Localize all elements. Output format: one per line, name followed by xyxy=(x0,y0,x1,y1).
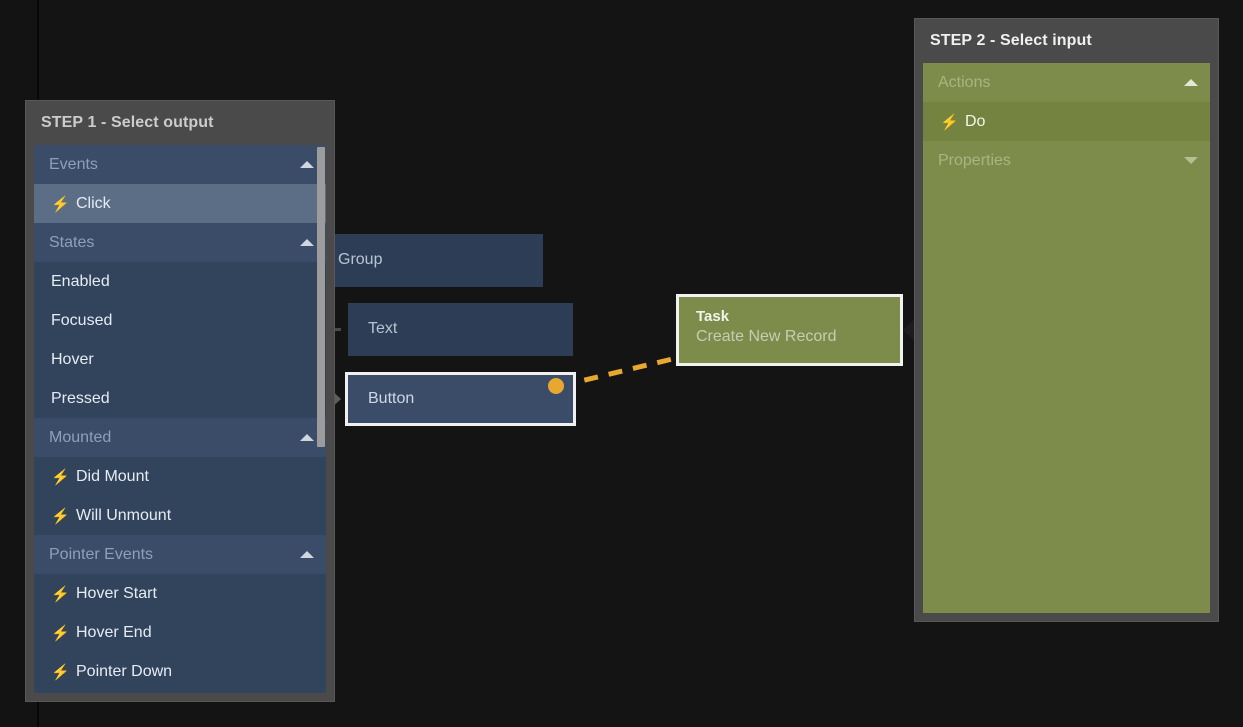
node-group[interactable]: Group xyxy=(318,234,543,287)
step1-title: STEP 1 - Select output xyxy=(26,101,334,145)
step1-group-pointer-events-label: Pointer Events xyxy=(49,545,154,563)
step1-item-hover-start[interactable]: ⚡ Hover Start xyxy=(34,574,326,613)
step1-item-focused-label: Focused xyxy=(51,311,113,329)
node-text-label: Text xyxy=(368,320,398,338)
caret-down-icon[interactable] xyxy=(1184,157,1198,164)
node-text-input-port[interactable] xyxy=(330,328,341,331)
node-button-output-port[interactable] xyxy=(548,378,564,394)
node-task[interactable]: Task Create New Record xyxy=(676,294,903,366)
caret-up-icon[interactable] xyxy=(300,551,314,558)
step2-group-actions-label: Actions xyxy=(938,73,991,91)
step2-title: STEP 2 - Select input xyxy=(915,19,1218,63)
step1-group-pointer-events[interactable]: Pointer Events xyxy=(34,535,326,574)
step1-item-enabled-label: Enabled xyxy=(51,272,110,290)
node-task-sublabel: Create New Record xyxy=(696,327,837,345)
step2-group-properties-label: Properties xyxy=(938,151,1011,169)
step2-panel: STEP 2 - Select input Actions ⚡ Do Prope… xyxy=(914,18,1219,622)
step2-group-properties[interactable]: Properties xyxy=(923,141,1210,180)
caret-up-icon[interactable] xyxy=(300,161,314,168)
step1-group-events[interactable]: Events xyxy=(34,145,326,184)
step1-group-mounted[interactable]: Mounted xyxy=(34,418,326,457)
step2-item-do[interactable]: ⚡ Do xyxy=(923,102,1210,141)
bolt-icon: ⚡ xyxy=(940,113,959,131)
node-button[interactable]: Button xyxy=(345,372,576,426)
step1-group-states-label: States xyxy=(49,233,95,251)
bolt-icon: ⚡ xyxy=(51,663,70,681)
step1-item-will-unmount[interactable]: ⚡ Will Unmount xyxy=(34,496,326,535)
step1-item-enabled[interactable]: Enabled xyxy=(34,262,326,301)
node-task-input-port[interactable] xyxy=(903,317,917,343)
step1-item-hover-end-label: Hover End xyxy=(76,623,152,641)
caret-up-icon[interactable] xyxy=(300,434,314,441)
step2-list[interactable]: Actions ⚡ Do Properties xyxy=(923,63,1210,613)
step1-scrollbar-thumb[interactable] xyxy=(317,147,325,447)
step1-item-pressed[interactable]: Pressed xyxy=(34,379,326,418)
node-task-label: Task xyxy=(696,308,730,325)
step1-list[interactable]: Events ⚡ Click States Enabled Focused Ho… xyxy=(34,145,326,693)
step1-item-hover-label: Hover xyxy=(51,350,94,368)
step1-item-did-mount[interactable]: ⚡ Did Mount xyxy=(34,457,326,496)
step1-item-hover-end[interactable]: ⚡ Hover End xyxy=(34,613,326,652)
step2-group-actions[interactable]: Actions xyxy=(923,63,1210,102)
step2-scrollbar xyxy=(1201,63,1210,613)
step1-item-hover[interactable]: Hover xyxy=(34,340,326,379)
caret-up-icon[interactable] xyxy=(300,239,314,246)
step1-item-hover-start-label: Hover Start xyxy=(76,584,157,602)
step1-panel: STEP 1 - Select output Events ⚡ Click St… xyxy=(25,100,335,702)
step1-item-focused[interactable]: Focused xyxy=(34,301,326,340)
bolt-icon: ⚡ xyxy=(51,585,70,603)
step1-item-click-label: Click xyxy=(76,194,111,212)
step1-group-mounted-label: Mounted xyxy=(49,428,112,446)
step1-scrollbar[interactable] xyxy=(317,145,326,693)
step1-item-pressed-label: Pressed xyxy=(51,389,110,407)
step1-item-will-unmount-label: Will Unmount xyxy=(76,506,172,524)
node-button-label: Button xyxy=(368,389,415,407)
step2-item-do-label: Do xyxy=(965,112,986,130)
caret-up-icon[interactable] xyxy=(1184,79,1198,86)
bolt-icon: ⚡ xyxy=(51,507,70,525)
bolt-icon: ⚡ xyxy=(51,468,70,486)
bolt-icon: ⚡ xyxy=(51,624,70,642)
step1-item-pointer-down[interactable]: ⚡ Pointer Down xyxy=(34,652,326,691)
step1-group-states[interactable]: States xyxy=(34,223,326,262)
step1-item-pointer-down-label: Pointer Down xyxy=(76,662,173,680)
step1-group-events-label: Events xyxy=(49,155,98,173)
node-group-label: Group xyxy=(338,251,383,269)
step1-item-click[interactable]: ⚡ Click xyxy=(34,184,326,223)
step1-item-did-mount-label: Did Mount xyxy=(76,467,149,485)
node-text[interactable]: Text xyxy=(348,303,573,356)
bolt-icon: ⚡ xyxy=(51,195,70,213)
